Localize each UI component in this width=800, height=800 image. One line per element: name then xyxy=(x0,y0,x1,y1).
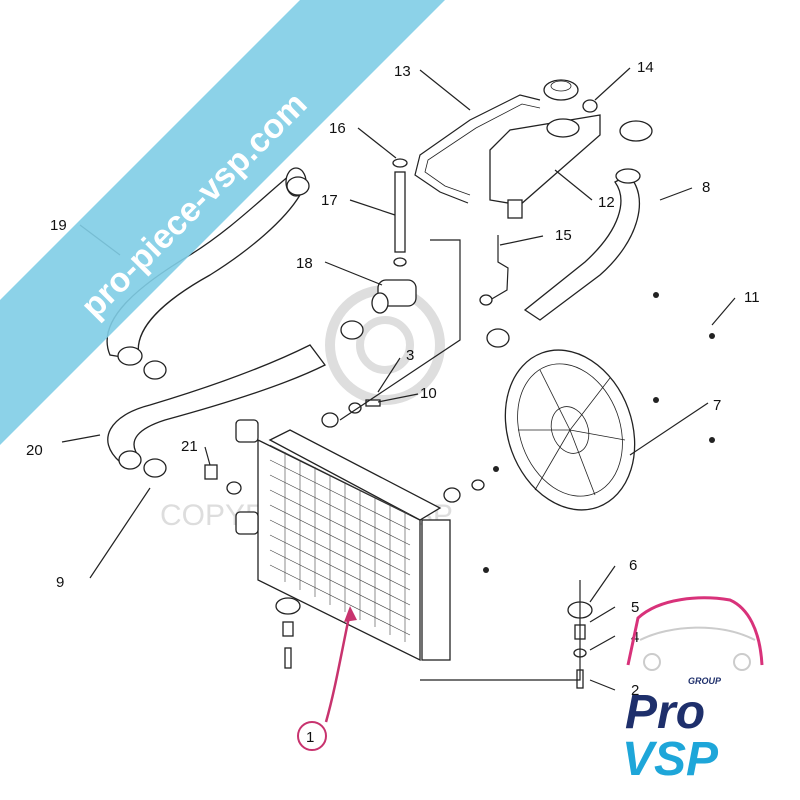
label-part-12: 12 xyxy=(598,194,615,211)
radiator-hose-bottom[interactable] xyxy=(107,344,326,470)
expansion-tank[interactable] xyxy=(489,114,601,219)
part-labels: 1 2 3 4 5 6 7 8 9 10 11 12 13 14 15 16 1… xyxy=(26,59,760,746)
vent-pipe[interactable] xyxy=(392,158,408,267)
provsp-logo: GROUP Pro VSP xyxy=(622,596,764,786)
fasteners[interactable] xyxy=(204,292,715,689)
label-part-14: 14 xyxy=(637,59,654,76)
t-connector[interactable] xyxy=(371,279,417,314)
logo-pro-text: Pro xyxy=(625,686,705,739)
label-part-7: 7 xyxy=(713,397,721,414)
label-part-8: 8 xyxy=(702,179,710,196)
label-part-3: 3 xyxy=(406,347,414,364)
upper-hose[interactable] xyxy=(523,120,653,321)
overflow-hose[interactable] xyxy=(414,94,541,204)
label-part-20: 20 xyxy=(26,442,43,459)
part-1-highlight xyxy=(297,606,357,751)
radiator[interactable] xyxy=(235,419,451,662)
radiator-grid xyxy=(269,444,411,642)
label-part-21: 21 xyxy=(181,438,198,455)
small-hose[interactable] xyxy=(489,235,509,301)
label-part-2: 2 xyxy=(631,682,639,699)
label-part-15: 15 xyxy=(555,227,572,244)
label-part-16: 16 xyxy=(329,120,346,137)
clamp-14[interactable] xyxy=(582,99,598,113)
hose-clamps[interactable] xyxy=(143,176,510,478)
tank-cap[interactable] xyxy=(543,79,579,101)
cooling-fan[interactable] xyxy=(484,332,657,529)
logo-group-text: GROUP xyxy=(688,676,722,686)
label-part-9: 9 xyxy=(56,574,64,591)
label-part-18: 18 xyxy=(296,255,313,272)
label-part-13: 13 xyxy=(394,63,411,80)
label-part-10: 10 xyxy=(420,385,437,402)
label-part-11: 11 xyxy=(744,289,760,306)
label-part-6: 6 xyxy=(629,557,637,574)
promo-banner: pro-piece-vsp.com xyxy=(0,0,445,445)
label-part-17: 17 xyxy=(321,192,338,209)
label-part-1: 1 xyxy=(306,729,314,746)
logo-vsp-text: VSP xyxy=(622,733,719,786)
label-part-5: 5 xyxy=(631,599,639,616)
label-part-19: 19 xyxy=(50,217,67,234)
